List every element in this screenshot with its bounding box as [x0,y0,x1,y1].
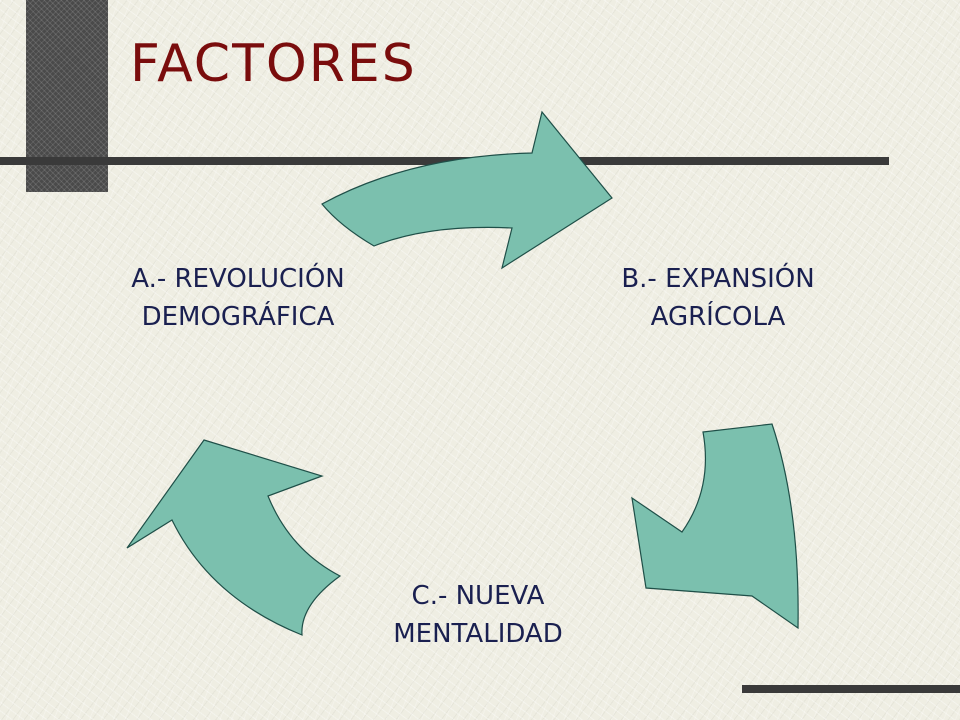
top-divider-line [0,157,889,165]
arrow-c-to-a [126,439,342,636]
node-b-line2: AGRÍCOLA [650,302,786,332]
arrow-a-to-b [321,110,613,270]
node-a-label: A.- REVOLUCIÓN DEMOGRÁFICA [52,260,424,336]
node-a-line1: A.- REVOLUCIÓN [131,264,345,294]
arrow-b-to-c [631,423,799,630]
node-b-line1: B.- EXPANSIÓN [621,264,815,294]
node-c-line1: C.- NUEVA [411,581,545,611]
node-a-line2: DEMOGRÁFICA [141,302,335,332]
bottom-divider-line [742,685,960,693]
slide-title: FACTORES [130,34,417,94]
node-b-label: B.- EXPANSIÓN AGRÍCOLA [532,260,904,336]
node-c-line2: MENTALIDAD [393,619,563,649]
node-c-label: C.- NUEVA MENTALIDAD [292,577,664,653]
